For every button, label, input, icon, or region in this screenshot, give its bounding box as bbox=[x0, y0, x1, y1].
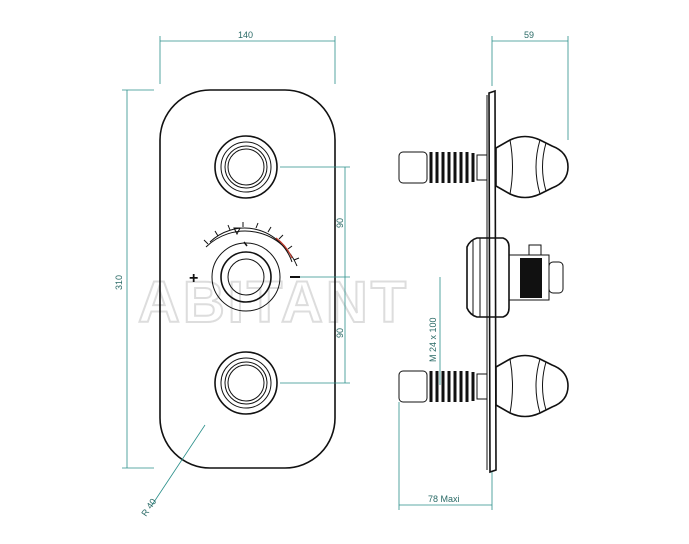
bottom-side-stem bbox=[398, 370, 488, 403]
bottom-side-knob bbox=[495, 354, 569, 418]
thermostatic-control bbox=[203, 222, 300, 312]
max-depth-dimension: 78 Maxi bbox=[398, 402, 493, 510]
side-plate bbox=[488, 89, 497, 474]
width-label: 140 bbox=[238, 30, 253, 40]
side-view bbox=[398, 89, 569, 474]
bottom-valve-handle bbox=[214, 351, 278, 415]
front-plate bbox=[159, 89, 336, 469]
side-depth-dimension: 59 bbox=[491, 30, 569, 140]
top-side-stem bbox=[398, 151, 488, 184]
radius-dimension: R 40 bbox=[139, 424, 206, 518]
spacing-upper-label: 90 bbox=[335, 218, 345, 228]
top-valve-handle bbox=[214, 135, 278, 199]
height-label: 310 bbox=[114, 275, 124, 290]
center-thermostat-body bbox=[466, 237, 564, 318]
spacing-dimensions: 90 90 bbox=[280, 166, 350, 384]
front-height-dimension: 310 bbox=[114, 89, 154, 469]
front-width-dimension: 140 bbox=[159, 30, 336, 84]
spacing-lower-label: 90 bbox=[335, 328, 345, 338]
plus-symbol: + bbox=[189, 270, 198, 287]
thread-dimension: M 24 x 100 bbox=[428, 277, 441, 385]
thread-label: M 24 x 100 bbox=[428, 317, 438, 362]
front-view: + - bbox=[159, 89, 336, 469]
max-depth-label: 78 Maxi bbox=[428, 494, 460, 504]
watermark: ABITANT bbox=[138, 270, 409, 335]
top-side-knob bbox=[495, 135, 569, 199]
side-depth-label: 59 bbox=[524, 30, 534, 40]
